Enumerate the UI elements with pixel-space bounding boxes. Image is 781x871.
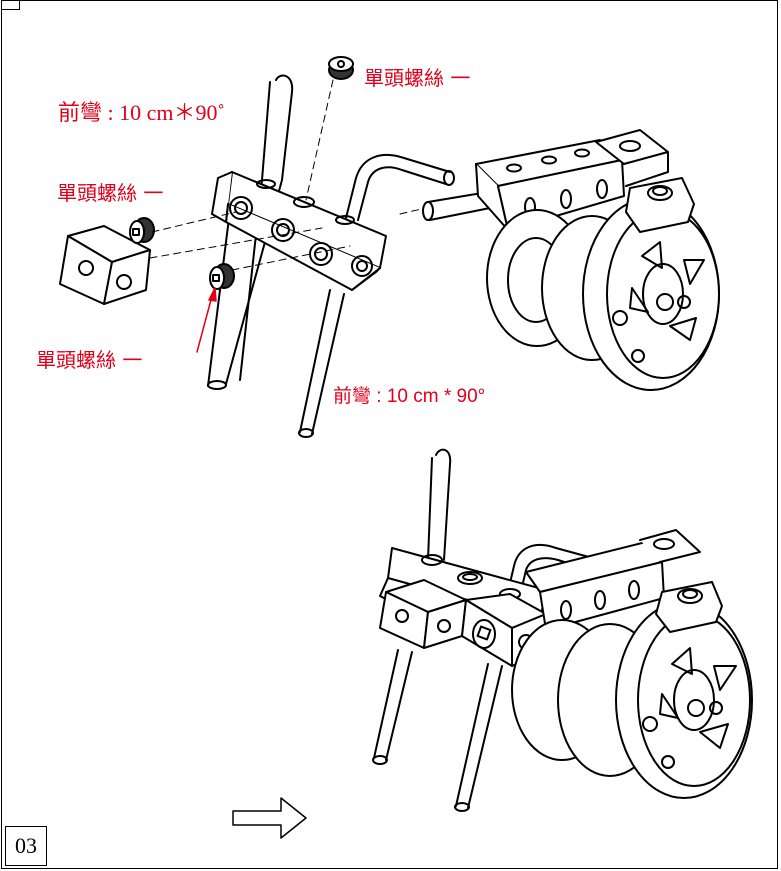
set-screw-left [129, 217, 155, 244]
bend-label-bottom: 前彎 : 10 cm * 90° [333, 386, 486, 407]
alignment-lines [149, 79, 431, 271]
four-hole-beam [211, 171, 387, 291]
annotation-arrow [196, 287, 217, 353]
bend-label-top: 前彎 : 10 cm＊90˚ [58, 100, 225, 125]
step-number: 03 [5, 826, 47, 866]
set-screw-top [328, 56, 354, 80]
assembled-view [372, 448, 753, 812]
corner-box [1, 0, 20, 10]
single-cube [59, 225, 151, 305]
wheel-assembly [422, 129, 720, 391]
screw-label-bottom: 單頭螺絲 一 [36, 348, 143, 372]
screw-label-left: 單頭螺絲 一 [57, 181, 164, 205]
right-arrow-icon [232, 797, 307, 839]
bent-rod-right [298, 153, 455, 438]
set-screw-bottom [209, 263, 235, 290]
exploded-view [59, 56, 720, 438]
screw-label-top-right: 單頭螺絲 一 [364, 66, 471, 90]
